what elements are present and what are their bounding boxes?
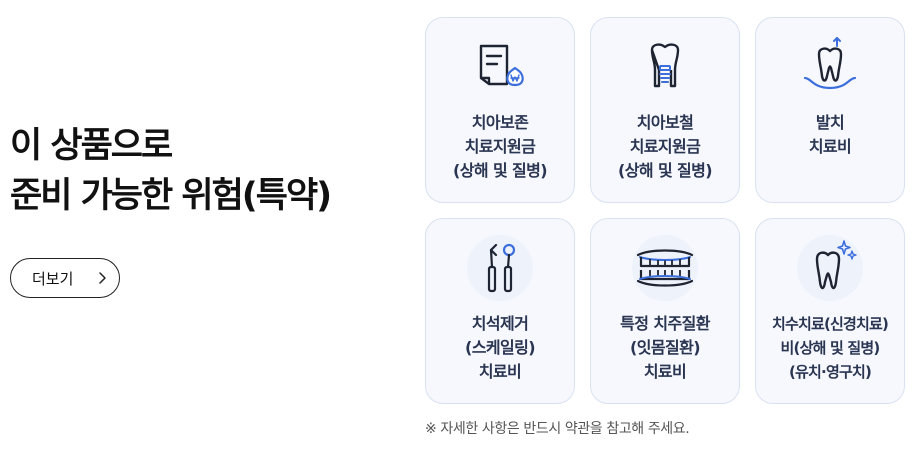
- card-label-line: 치료비: [808, 137, 852, 156]
- card-label-line: (상해 및 질병): [618, 161, 713, 180]
- card-label: 발치 치료비: [756, 111, 904, 159]
- document-money-icon: [467, 34, 533, 100]
- headline-line-2: 준비 가능한 위험(특약): [10, 176, 332, 216]
- card-label-line: 비(상해 및 질병): [780, 339, 881, 357]
- coverage-card-extraction[interactable]: 발치 치료비: [755, 17, 905, 203]
- coverage-card-tooth-preservation[interactable]: 치아보존 치료지원금 (상해 및 질병): [425, 17, 575, 203]
- more-button[interactable]: 더보기: [10, 258, 120, 298]
- dental-implant-icon: [632, 34, 698, 100]
- card-label: 치아보철 치료지원금 (상해 및 질병): [591, 111, 739, 183]
- card-label: 치수치료(신경치료) 비(상해 및 질병) (유치·영구치): [756, 312, 904, 384]
- card-label-line: 특정 치주질환: [620, 314, 710, 333]
- dental-tools-icon: [467, 235, 533, 301]
- card-label: 치아보존 치료지원금 (상해 및 질병): [426, 111, 574, 183]
- card-label: 치석제거 (스케일링) 치료비: [426, 312, 574, 384]
- card-label-line: (상해 및 질병): [453, 161, 548, 180]
- coverage-card-periodontal[interactable]: 특정 치주질환 (잇몸질환) 치료비: [590, 218, 740, 404]
- coverage-card-scaling[interactable]: 치석제거 (스케일링) 치료비: [425, 218, 575, 404]
- card-label: 특정 치주질환 (잇몸질환) 치료비: [591, 312, 739, 384]
- card-label-line: (잇몸질환): [630, 338, 701, 357]
- headline-line-1: 이 상품으로: [10, 126, 173, 166]
- chevron-right-icon: [99, 272, 106, 284]
- more-button-label: 더보기: [32, 269, 74, 288]
- terms-footnote: ※ 자세한 사항은 반드시 약관을 참고해 주세요.: [425, 421, 690, 437]
- card-label-line: 치료비: [478, 362, 522, 381]
- card-label-line: (유치·영구치): [788, 363, 872, 381]
- teeth-gums-icon: [632, 235, 698, 301]
- card-label-line: (스케일링): [465, 338, 536, 357]
- coverage-card-dental-prosthesis[interactable]: 치아보철 치료지원금 (상해 및 질병): [590, 17, 740, 203]
- coverage-card-root-canal[interactable]: 치수치료(신경치료) 비(상해 및 질병) (유치·영구치): [755, 218, 905, 404]
- card-label-line: 치아보철: [636, 113, 694, 132]
- section-headline: 이 상품으로 준비 가능한 위험(특약): [10, 121, 332, 221]
- card-label-line: 치료지원금: [464, 137, 536, 156]
- card-label-line: 치아보존: [471, 113, 529, 132]
- card-label-line: 치수치료(신경치료): [771, 315, 889, 333]
- card-label-line: 발치: [815, 113, 845, 132]
- sparkling-tooth-icon: [797, 235, 863, 301]
- card-label-line: 치석제거: [471, 314, 529, 333]
- tooth-extraction-icon: [797, 34, 863, 100]
- card-label-line: 치료지원금: [629, 137, 701, 156]
- card-label-line: 치료비: [643, 362, 687, 381]
